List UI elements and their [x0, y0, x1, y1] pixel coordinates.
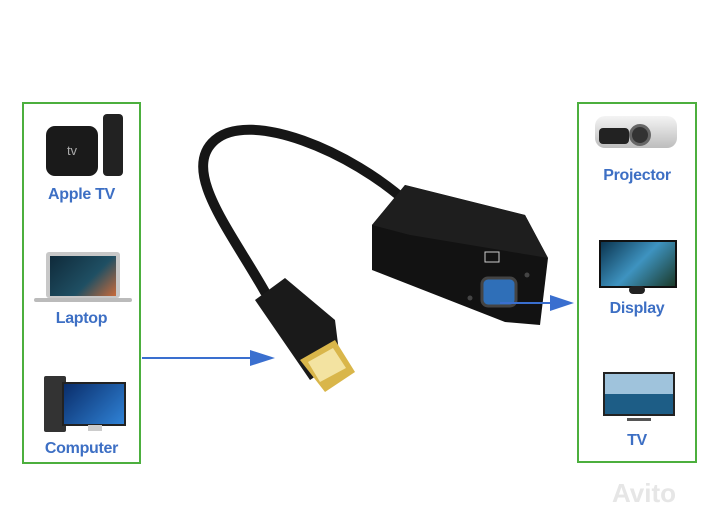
laptop-icon: [34, 252, 132, 304]
hdmi-plug: [255, 278, 355, 392]
tv-icon: [603, 372, 675, 424]
source-devices-box: tv Apple TV Laptop Computer: [22, 102, 141, 464]
input-arrow: [142, 350, 275, 366]
source-label-computer: Computer: [44, 440, 119, 457]
source-label-apple-tv: Apple TV: [48, 186, 115, 203]
source-label-laptop: Laptop: [55, 310, 108, 327]
output-label-projector: Projector: [603, 167, 671, 184]
output-devices-box: Projector Display TV: [577, 102, 697, 463]
output-arrow: [500, 295, 574, 311]
desktop-computer-icon: [44, 376, 126, 436]
avito-watermark: Avito: [612, 478, 677, 508]
vga-adapter-box: [372, 185, 548, 325]
output-label-display: Display: [609, 300, 665, 317]
monitor-icon: [599, 240, 677, 296]
cable: [198, 124, 415, 297]
vga-port: [480, 276, 518, 308]
output-label-tv: TV: [627, 432, 647, 449]
projector-icon: [595, 110, 679, 154]
apple-tv-icon: tv: [46, 114, 123, 176]
